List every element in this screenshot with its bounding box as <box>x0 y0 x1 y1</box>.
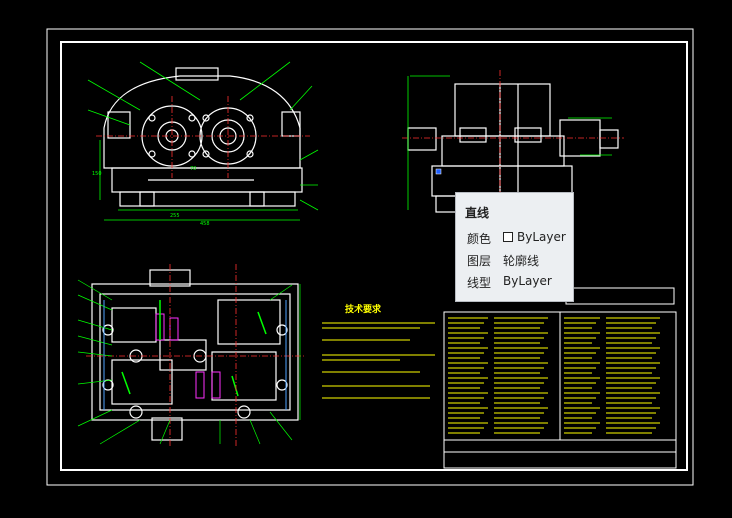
front-view-dimensions <box>87 61 319 221</box>
color-swatch-icon <box>503 232 513 242</box>
tooltip-label-linetype: 线型 <box>467 276 492 290</box>
dim-front-center: 70 <box>190 166 196 172</box>
tooltip-label-layer: 图层 <box>467 254 492 268</box>
tooltip-value-linetype: ByLayer <box>503 274 552 288</box>
selected-line-grip[interactable] <box>435 168 442 175</box>
property-tooltip: 直线 颜色 ByLayer 图层 轮廓线 线型 ByLayer <box>455 192 574 302</box>
dim-front-overall: 458 <box>200 221 210 227</box>
plan-view-centerlines <box>86 264 306 446</box>
plan-view-leaders <box>77 279 301 445</box>
tooltip-label-color: 颜色 <box>467 232 492 246</box>
plan-view-blue-lines <box>103 300 287 410</box>
dim-front-width: 255 <box>170 213 180 219</box>
sheet-inner-border <box>60 41 688 471</box>
bom-rows <box>448 317 660 434</box>
tech-requirements-title: 技术要求 <box>345 305 382 315</box>
tooltip-color-text: ByLayer <box>517 230 566 244</box>
plan-view-green-hatch <box>121 300 267 397</box>
front-view-centerlines <box>96 96 310 178</box>
title-block[interactable] <box>443 287 677 469</box>
tooltip-value-color: ByLayer <box>503 230 566 244</box>
tooltip-title: 直线 <box>465 206 490 220</box>
front-view[interactable] <box>103 67 303 207</box>
side-view-dimensions <box>407 75 612 210</box>
tech-requirements-lines <box>322 322 435 399</box>
tooltip-value-layer: 轮廓线 <box>503 254 540 268</box>
sheet-outer-border <box>46 28 694 486</box>
plan-view[interactable] <box>91 269 299 441</box>
dim-front-height: 150 <box>92 171 102 177</box>
